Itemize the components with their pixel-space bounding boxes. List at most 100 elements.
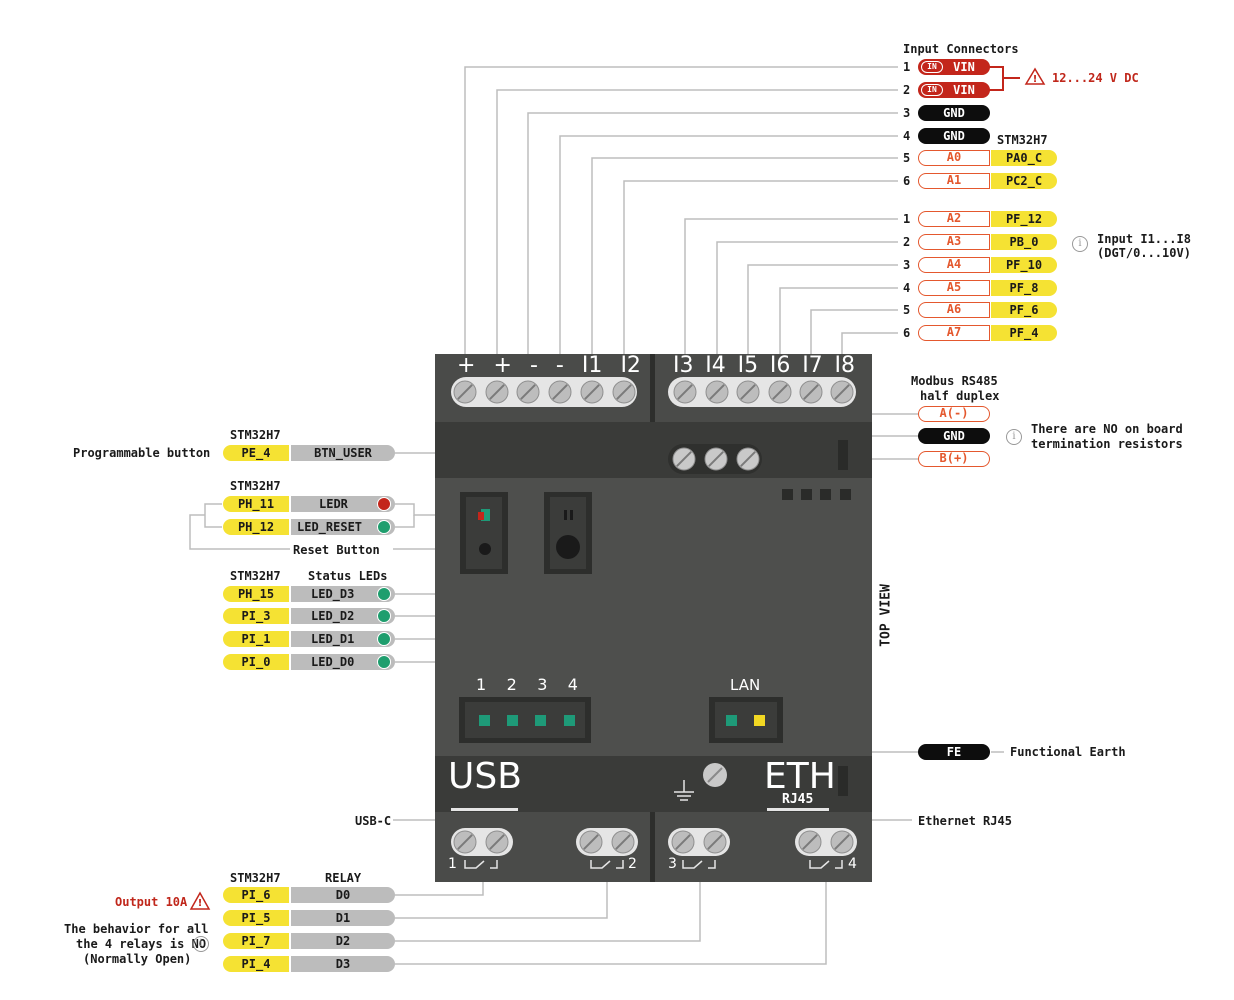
- relay-note-line3: (Normally Open): [83, 952, 192, 966]
- screw-slot: [834, 834, 850, 850]
- mcu-label: STM32H7: [230, 428, 281, 442]
- screw-slot: [489, 384, 505, 400]
- mcu-label: STM32H7: [230, 569, 281, 583]
- led-icon: [377, 609, 391, 623]
- mcu-pin-pill: PI_0: [223, 654, 289, 670]
- led-icon: [377, 520, 391, 534]
- terminal-label: I7: [802, 353, 823, 378]
- reset-button-desc: Reset Button: [293, 543, 380, 557]
- svg-text:!: !: [1033, 74, 1038, 85]
- led-icon: [377, 587, 391, 601]
- signal-pill: LED_RESET: [291, 519, 395, 535]
- led-icon: [377, 655, 391, 669]
- screw-slot: [772, 384, 788, 400]
- button-desc: Programmable button: [73, 446, 211, 460]
- mcu-pin-pill: PH_15: [223, 586, 289, 602]
- mcu-pin-pill: PI_5: [223, 910, 289, 926]
- input-connectors-title: Input Connectors: [903, 42, 1019, 56]
- pin-number: 4: [903, 129, 911, 143]
- screw-slot: [615, 834, 631, 850]
- screw-slot: [583, 834, 599, 850]
- signal-label: LEDR: [319, 497, 348, 511]
- modbus-gnd-pill: GND: [918, 428, 990, 444]
- relay-title: RELAY: [325, 871, 362, 885]
- relay-number: 1: [448, 856, 457, 872]
- screw-slot: [709, 384, 725, 400]
- pin-number: 5: [903, 151, 911, 165]
- screw-slot: [675, 834, 691, 850]
- screw-slot: [489, 834, 505, 850]
- mcu-pin-pill: PI_7: [223, 933, 289, 949]
- analog-pill: A6: [918, 302, 990, 318]
- signal-pill: LED_D3: [291, 586, 395, 602]
- analog-pill: A3: [918, 234, 990, 250]
- analog-pill: A7: [918, 325, 990, 341]
- mcu-label: STM32H7: [997, 133, 1048, 147]
- warning-triangle-icon: !: [1024, 67, 1046, 85]
- terminal-label: +: [457, 353, 476, 378]
- pin-number: 6: [903, 326, 911, 340]
- screw-slot: [708, 451, 724, 467]
- pin-number: 2: [903, 235, 911, 249]
- screw-slot: [707, 834, 723, 850]
- gnd-pill: GND: [918, 105, 990, 121]
- mcu-pin-pill: PA0_C: [991, 150, 1057, 166]
- led-icon: [377, 632, 391, 646]
- modbus-note-line1: There are NO on board: [1031, 422, 1183, 436]
- signal-pill: LEDR: [291, 496, 395, 512]
- signal-pill: D0: [291, 887, 395, 903]
- mcu-pin-pill: PF_12: [991, 211, 1057, 227]
- terminal-label: I6: [769, 353, 791, 378]
- mcu-pin-pill: PI_1: [223, 631, 289, 647]
- analog-pill: A1: [918, 173, 990, 189]
- mcu-pin-pill: PF_4: [991, 325, 1057, 341]
- led-number: 1: [476, 675, 487, 694]
- signal-pill: LED_D2: [291, 608, 395, 624]
- pin-number: 1: [903, 60, 911, 74]
- signal-label: LED_D1: [311, 632, 355, 646]
- pin-number: 2: [903, 83, 911, 97]
- device-body: [435, 354, 872, 882]
- mcu-pin-pill: PH_12: [223, 519, 289, 535]
- modbus-title: Modbus RS485: [911, 374, 998, 388]
- pin-number: 4: [903, 281, 911, 295]
- lan-label: LAN: [730, 676, 761, 694]
- analog-pill: A0: [918, 150, 990, 166]
- screw-slot: [834, 384, 850, 400]
- signal-pill: D1: [291, 910, 395, 926]
- warning-triangle-icon: !: [189, 891, 211, 910]
- mcu-pin-pill: PF_8: [991, 280, 1057, 296]
- screw-slot: [676, 451, 692, 467]
- status-led-numbers: 1 2 3 4: [476, 675, 578, 694]
- top-terminal-labels-2: I3 I4 I5 I6 I7 I8: [673, 353, 855, 378]
- relay-number: 2: [628, 856, 637, 872]
- screw-slot: [740, 451, 756, 467]
- signal-pill: D3: [291, 956, 395, 972]
- mcu-pin-pill: PI_6: [223, 887, 289, 903]
- info-circle-icon: i: [1006, 429, 1022, 445]
- vin-pill: IN VIN: [918, 82, 990, 98]
- screw-slot: [740, 384, 756, 400]
- vin-pill: IN VIN: [918, 59, 990, 75]
- led-number: 3: [537, 675, 548, 694]
- screw-slot: [802, 834, 818, 850]
- pin-number: 5: [903, 303, 911, 317]
- voltage-label: 12...24 V DC: [1052, 71, 1139, 85]
- led-icon: [377, 497, 391, 511]
- terminal-label: I3: [673, 353, 694, 378]
- screw-slot: [584, 384, 600, 400]
- modbus-note-line2: termination resistors: [1031, 437, 1183, 451]
- gnd-pill: GND: [918, 128, 990, 144]
- mcu-pin-pill: PB_0: [991, 234, 1057, 250]
- signal-pill: LED_D0: [291, 654, 395, 670]
- mcu-pin-pill: PH_11: [223, 496, 289, 512]
- screw-slot: [803, 384, 819, 400]
- screw-slot: [520, 384, 536, 400]
- relay-number: 4: [848, 856, 857, 872]
- relay-number: 3: [668, 856, 677, 872]
- terminal-label: +: [493, 353, 512, 378]
- eth-label: ETH: [764, 756, 836, 797]
- terminal-label: I2: [620, 353, 641, 378]
- screw-slot: [677, 384, 693, 400]
